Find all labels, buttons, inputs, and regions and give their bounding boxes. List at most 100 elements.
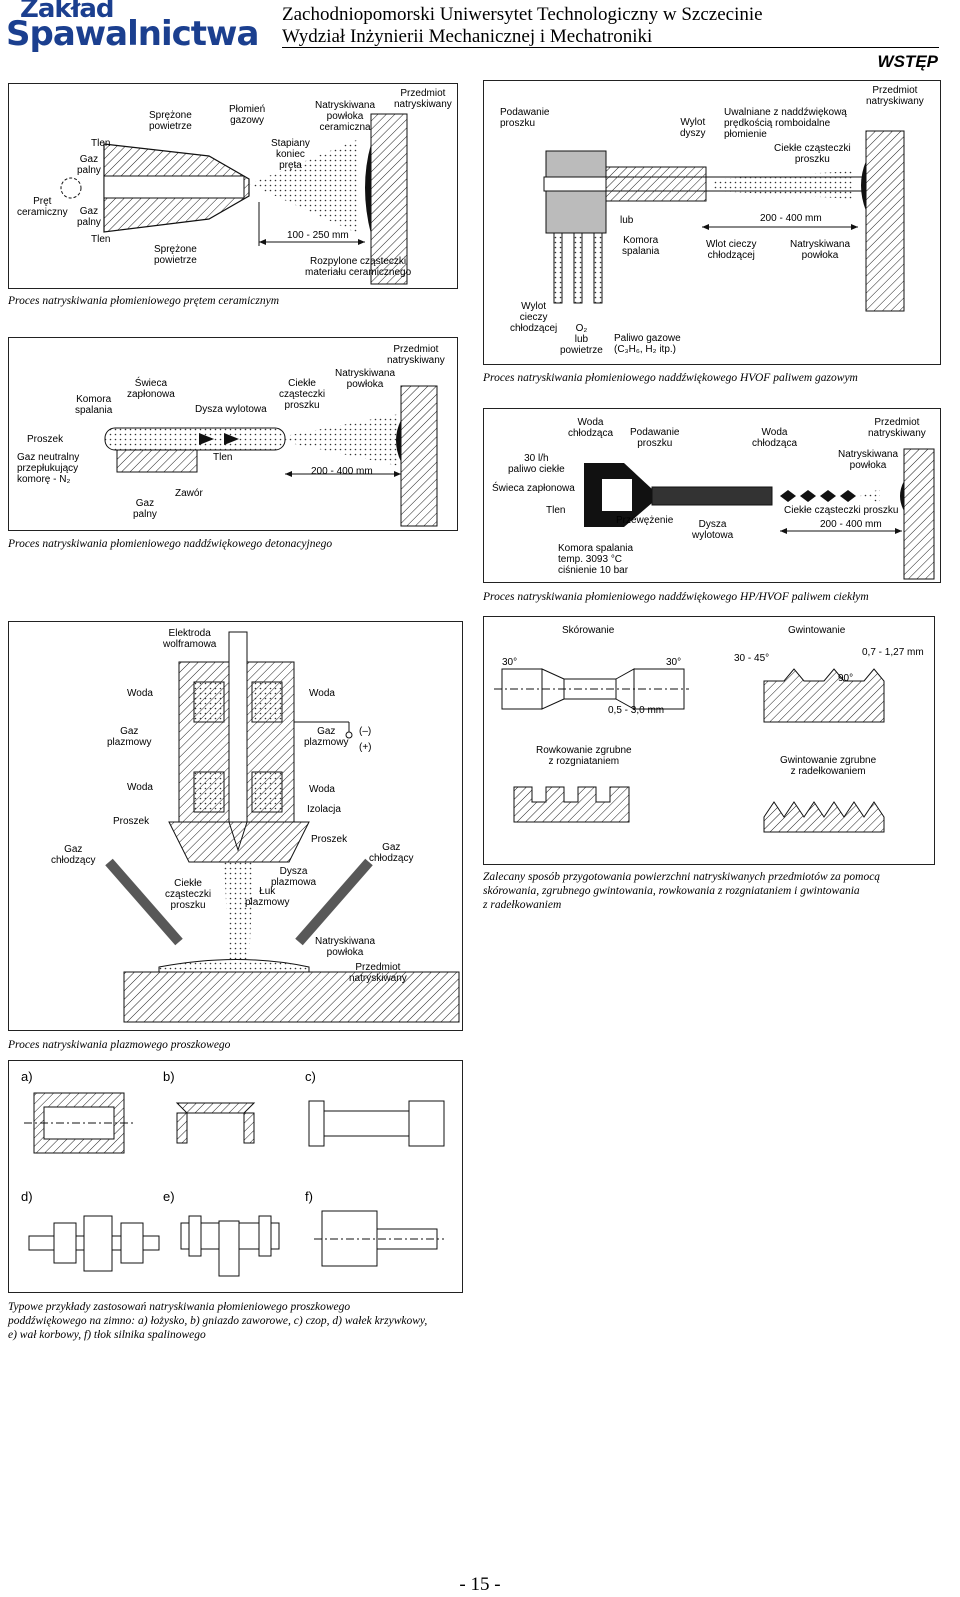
- label-wylot-cieczy: Wylot cieczy chłodzącej: [510, 301, 558, 334]
- letter-b: b): [163, 1069, 175, 1084]
- label-rowkowanie: Rowkowanie zgrubne z rozgniataniem: [536, 745, 632, 767]
- figure-hvof-gas-drawing: [543, 130, 905, 312]
- label-natryskiwana: Natryskiwana powłoka ceramiczna: [315, 100, 376, 133]
- label-przedmiot: Przedmiot natryskiwany: [868, 417, 926, 439]
- label-pret: Pręt ceramiczny: [17, 196, 68, 218]
- label-podawanie: Podawanie proszku: [500, 107, 550, 129]
- label-sprezone-bot: Sprężone powietrze: [154, 244, 197, 266]
- figure-applications-drawing: [24, 1092, 445, 1277]
- caption-fig1: Proces natryskiwania płomieniowego pręte…: [8, 295, 280, 307]
- label-paliwo: 30 l/h paliwo ciekłe: [508, 453, 565, 475]
- label-dysza: Dysza wylotowa: [692, 519, 734, 541]
- label-przedmiot: Przedmiot natryskiwany: [349, 962, 407, 984]
- faculty-name: Wydział Inżynierii Mechanicznej i Mechat…: [282, 26, 653, 47]
- label-gaz-plazmowy-r: Gaz plazmowy: [304, 726, 349, 748]
- label-przedmiot: Przedmiot natryskiwany: [866, 85, 924, 107]
- figure-surface-prep: Skórowanie Gwintowanie 30° 30° 0,5 - 3,0…: [483, 616, 935, 865]
- label-minus: (–): [359, 726, 372, 737]
- label-wylot-dyszy: Wylot dyszy: [680, 117, 706, 139]
- university-name: Zachodniopomorski Uniwersytet Technologi…: [282, 4, 763, 25]
- figure-applications: a) b) c) d) e) f): [8, 1060, 463, 1293]
- label-a30r: 30°: [666, 657, 682, 668]
- label-natryskiwana: Natryskiwana powłoka: [335, 368, 396, 390]
- label-uwalniane: Uwalniane z naddźwiękową prędkością romb…: [724, 107, 847, 140]
- figure-ceramic-rod-drawing: [60, 113, 408, 285]
- figure-surface-prep-drawing: [494, 668, 885, 833]
- label-gaz-chl-l: Gaz chłodzący: [51, 844, 96, 866]
- label-woda-1: Woda chłodząca: [568, 417, 614, 439]
- caption-fig4: Proces natryskiwania płomieniowego naddź…: [483, 591, 869, 603]
- label-a30l: 30°: [502, 657, 518, 668]
- label-tlen: Tlen: [213, 452, 233, 463]
- label-o2: O₂ lub powietrze: [560, 323, 603, 356]
- logo-line-2: Spawalnictwa: [6, 14, 259, 54]
- label-dim: 200 - 400 mm: [820, 519, 882, 530]
- label-dim07: 0,7 - 1,27 mm: [862, 647, 924, 658]
- label-natryskiwana: Natryskiwana powłoka: [838, 449, 899, 471]
- letter-c: c): [305, 1069, 316, 1084]
- label-proszek-l: Proszek: [113, 816, 150, 827]
- label-lub: lub: [620, 215, 634, 226]
- logo-line-1: Zakład: [20, 0, 114, 24]
- label-natryskiwana: Natryskiwana powłoka: [315, 936, 376, 958]
- label-przewezenie: Przewężenie: [616, 515, 674, 526]
- label-paliwo: Paliwo gazowe (C₃H₆, H₂ itp.): [614, 333, 681, 355]
- label-gaz-chl-r: Gaz chłodzący: [369, 842, 414, 864]
- figure-ceramic-rod: Sprężone powietrze Płomień gazowy Natrys…: [8, 83, 458, 289]
- label-komora: Komora spalania: [622, 235, 660, 257]
- figure-hvof-liquid-drawing: [584, 448, 935, 580]
- label-gaz-bot: Gaz palny: [77, 206, 101, 228]
- label-rozpylone: Rozpylone cząsteczki materiału ceramiczn…: [305, 256, 412, 278]
- caption-fig6: Zalecany sposób przygotowania powierzchn…: [483, 871, 881, 911]
- label-dim05: 0,5 - 3,0 mm: [608, 705, 665, 716]
- caption-fig7: Typowe przykłady zastosowań natryskiwani…: [8, 1301, 428, 1341]
- label-skorowanie: Skórowanie: [562, 625, 615, 636]
- label-swieca: Świeca zapłonowa: [127, 378, 175, 400]
- caption-fig3: Proces natryskiwania płomieniowego naddź…: [8, 538, 333, 550]
- header-rule: [282, 47, 939, 48]
- figure-hvof-liquid: Woda chłodząca Podawanie proszku Woda ch…: [483, 408, 941, 583]
- label-tlen: Tlen: [546, 505, 566, 516]
- label-ciekle: Ciekłe cząsteczki proszku: [784, 505, 899, 516]
- letter-a: a): [21, 1069, 33, 1084]
- label-zawor: Zawór: [175, 488, 203, 499]
- label-woda-2: Woda chłodząca: [752, 427, 798, 449]
- label-ciekle: Ciekłe cząsteczki proszku: [279, 378, 326, 411]
- label-stapiany: Stapiany koniec pręta: [271, 138, 310, 171]
- figure-detonation: Przedmiot natryskiwany Świeca zapłonowa …: [8, 337, 458, 531]
- page-number: - 15 -: [459, 1574, 501, 1595]
- label-ciekle: Ciekłe cząsteczki proszku: [165, 878, 212, 911]
- label-swieca: Świeca zapłonowa: [492, 483, 575, 494]
- figure-plasma-drawing: [105, 631, 460, 1023]
- label-luk: Łuk plazmowy: [245, 886, 290, 908]
- label-komora: Komora spalania temp. 3093 °C ciśnienie …: [558, 543, 634, 576]
- label-dysza: Dysza wylotowa: [195, 404, 267, 415]
- caption-fig2: Proces natryskiwania płomieniowego naddź…: [483, 372, 858, 384]
- label-komora: Komora spalania: [75, 394, 113, 416]
- figure-hvof-gas: Podawanie proszku Wylot dyszy Uwalniane …: [483, 80, 941, 365]
- label-przedmiot: Przedmiot natryskiwany: [394, 88, 452, 110]
- label-gaz-top: Gaz palny: [77, 154, 101, 176]
- label-elektroda: Elektroda wolframowa: [163, 628, 217, 650]
- label-proszek-r: Proszek: [311, 834, 348, 845]
- label-ciekle: Ciekłe cząsteczki proszku: [774, 143, 851, 165]
- label-woda-r1: Woda: [309, 688, 335, 699]
- label-a3045: 30 - 45°: [734, 653, 770, 664]
- label-plus: (+): [359, 742, 372, 753]
- label-gwint-zgrubne: Gwintowanie zgrubne z radełkowaniem: [780, 755, 877, 777]
- label-tlen-top: Tlen: [91, 138, 111, 149]
- label-woda-l1: Woda: [127, 688, 153, 699]
- section-title: WSTĘP: [877, 52, 938, 71]
- label-izolacja: Izolacja: [307, 804, 341, 815]
- letter-e: e): [163, 1189, 175, 1204]
- label-wlot: Wlot cieczy chłodzącej: [706, 239, 757, 261]
- letter-d: d): [21, 1189, 33, 1204]
- label-gaz-plazmowy-l: Gaz plazmowy: [107, 726, 152, 748]
- header-text: Zachodniopomorski Uniwersytet Technologi…: [282, 4, 763, 48]
- figure-plasma: Elektroda wolframowa Woda Woda Gaz plazm…: [8, 621, 463, 1031]
- label-sprezone-top: Sprężone powietrze: [149, 110, 192, 132]
- label-a90: 90°: [838, 673, 854, 684]
- label-dim: 200 - 400 mm: [311, 466, 373, 477]
- label-dim: 200 - 400 mm: [760, 213, 822, 224]
- label-plomien: Płomień gazowy: [229, 104, 266, 126]
